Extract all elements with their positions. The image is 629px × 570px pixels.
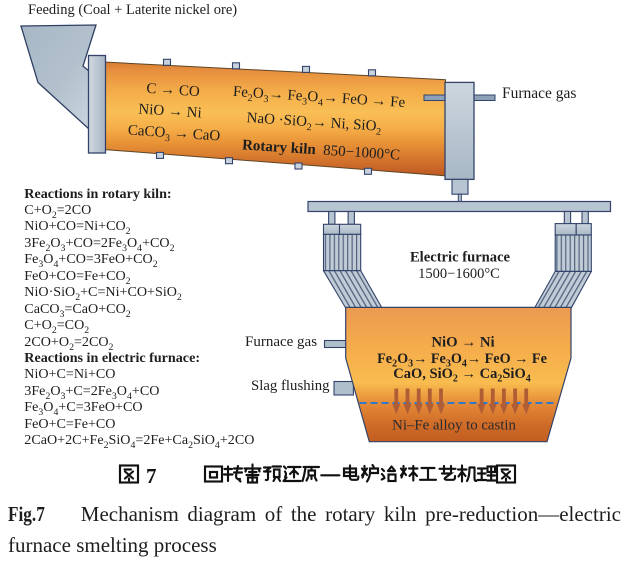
svg-text:7: 7 — [146, 464, 157, 488]
